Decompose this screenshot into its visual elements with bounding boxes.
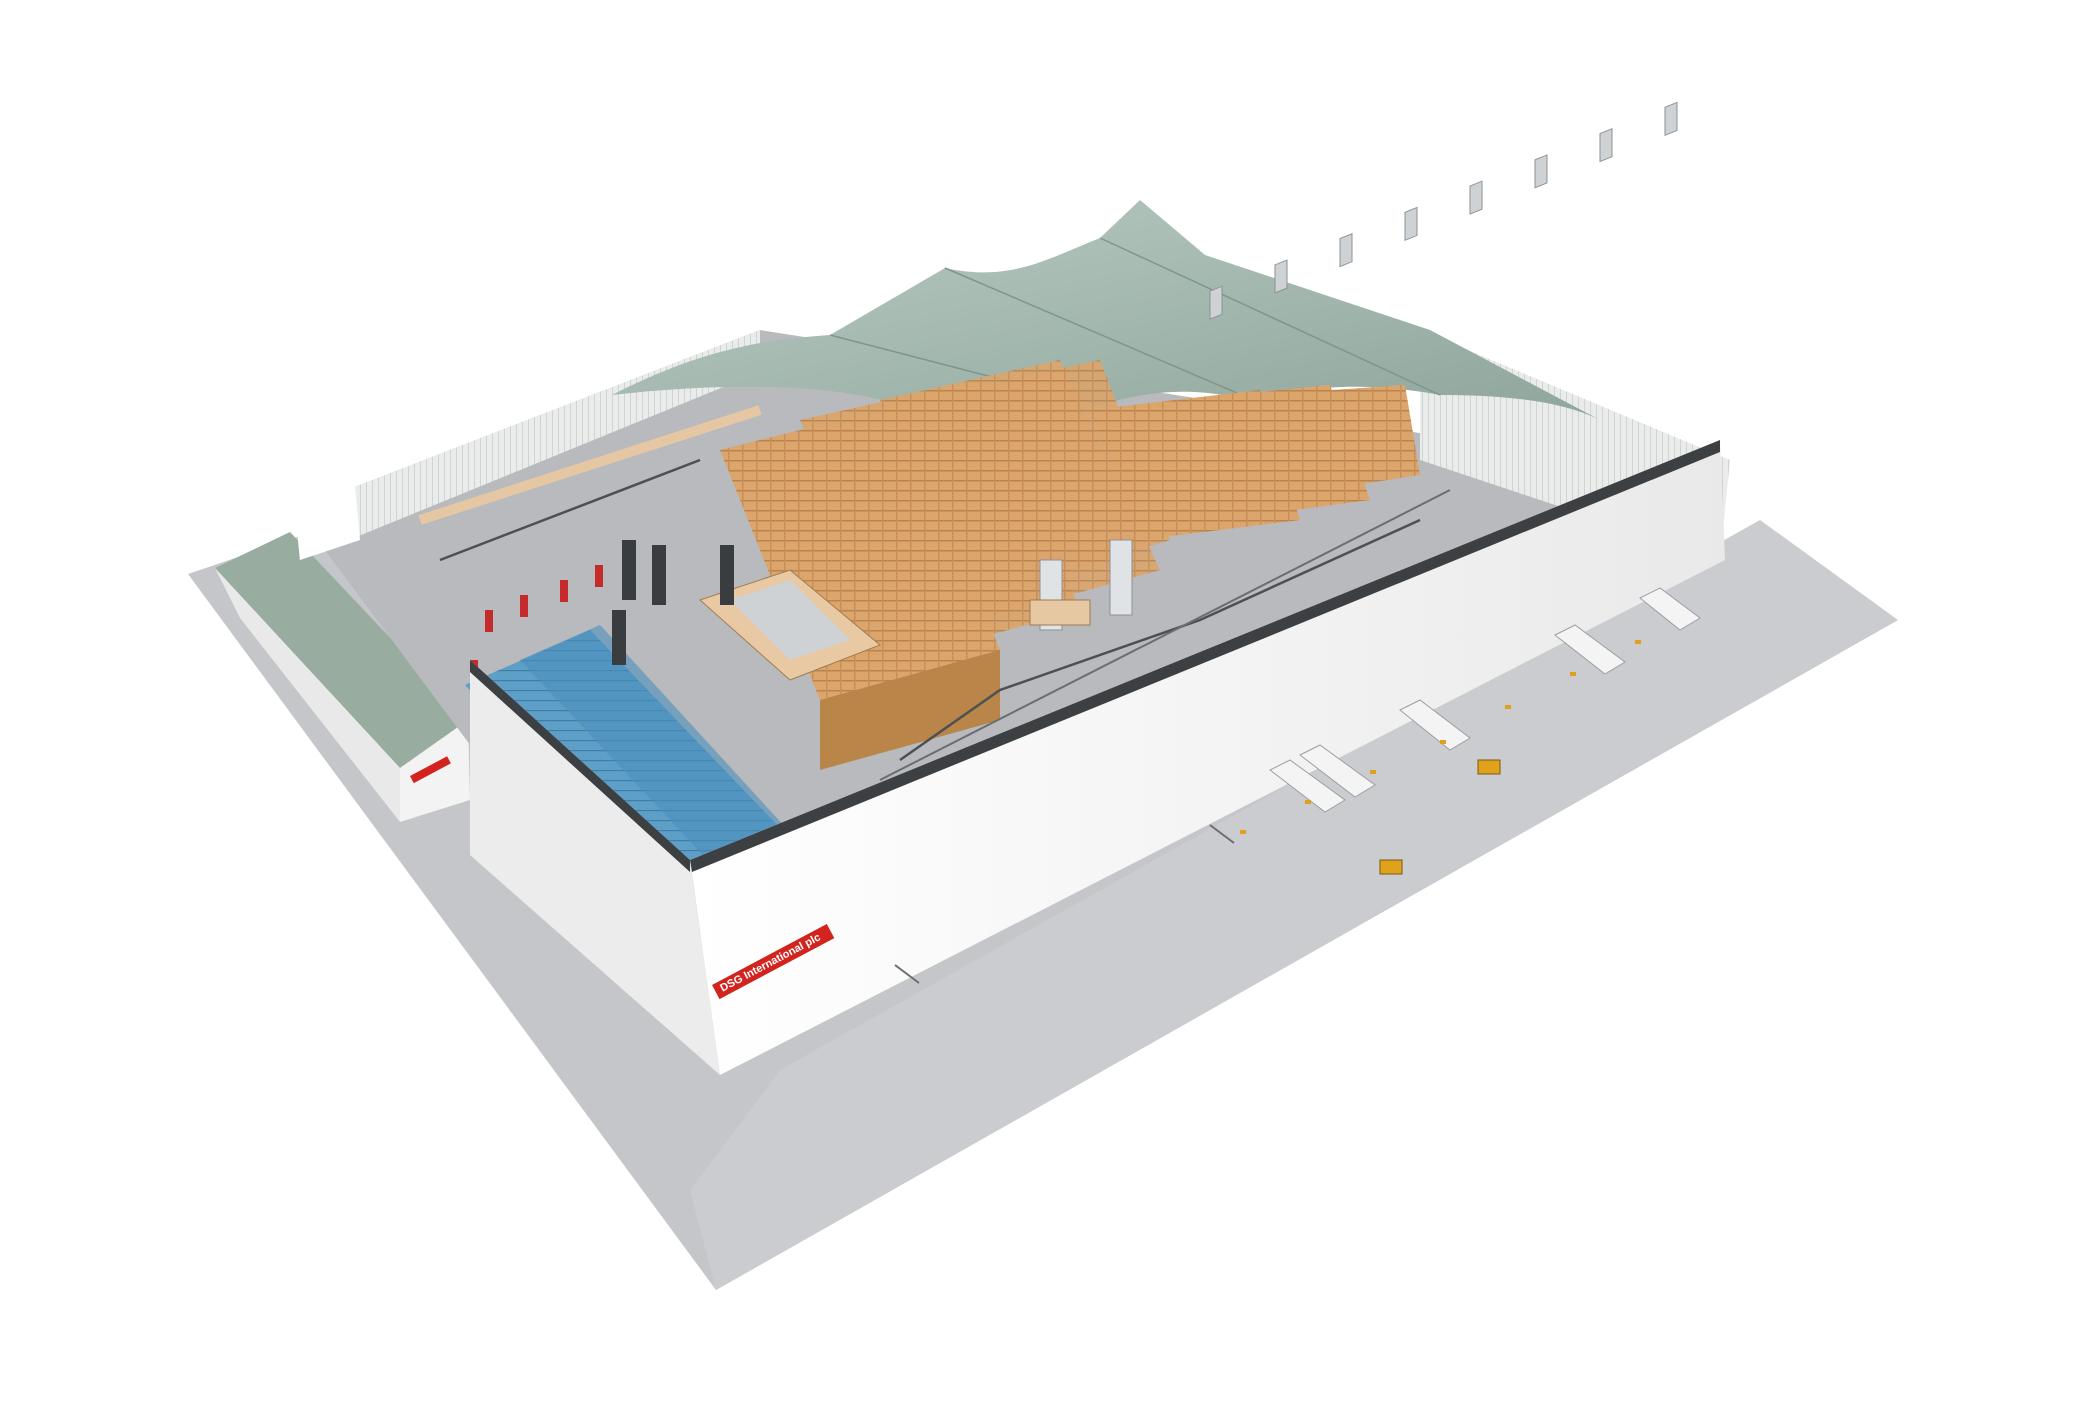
orange-racking-right xyxy=(1090,385,1420,540)
dock-bumpers xyxy=(1240,640,1641,834)
orange-racking-left xyxy=(720,360,1170,770)
left-wall xyxy=(470,660,720,1075)
truck-icon xyxy=(1399,699,1471,751)
forklift-icon xyxy=(1379,859,1403,875)
truck-icon xyxy=(1299,744,1376,798)
conveyor-mezzanine xyxy=(418,405,1451,781)
truck-icon xyxy=(1639,587,1701,631)
spiral-conveyors xyxy=(612,540,734,665)
loading-dock-doors xyxy=(1209,101,1678,320)
stacker-cranes xyxy=(1029,539,1133,631)
loading-yard xyxy=(690,520,1898,1290)
stairs-icon xyxy=(894,824,1235,984)
front-wall xyxy=(690,440,1725,1075)
forklift-icon xyxy=(1477,759,1501,775)
front-wall-top xyxy=(690,440,1720,872)
truck-icon xyxy=(1554,624,1626,675)
office-annex xyxy=(215,532,470,822)
trailers xyxy=(1269,587,1701,813)
truck-icon xyxy=(1269,759,1346,813)
office-sign xyxy=(410,756,451,784)
